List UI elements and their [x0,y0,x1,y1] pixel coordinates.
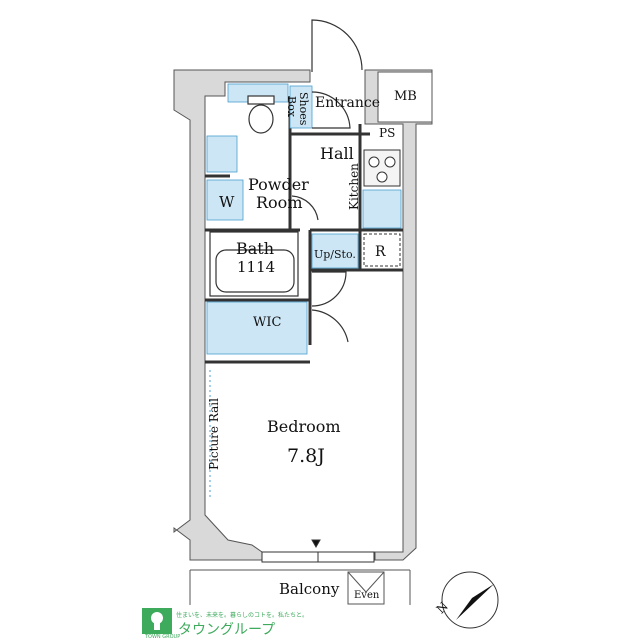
shoes-box-label-1: Shoes [297,92,310,126]
up-sto-cabinet [311,233,359,269]
fridge-space [363,233,401,267]
hall-label: Hall [320,144,354,163]
bath-door [311,271,347,307]
washer-space [206,179,244,221]
balcony-label: Balcony [279,580,340,598]
fixtures [206,83,402,355]
bath-size-label: 1114 [237,258,275,276]
logo-subtext: TOWN GROUP [144,634,180,640]
mb-box [377,71,433,123]
shoes-box [289,85,313,129]
powder-sink [206,135,238,173]
balcony-rail [189,569,411,605]
hall-door [311,91,351,129]
powder-door [291,195,319,221]
kitchen-sink [362,189,402,229]
right-wall [364,69,433,561]
ps-label: PS [379,126,395,140]
town-group-logo: TOWN GROUP 住まいを、未来を。暮らしのコトを。私たちと。 タウングルー… [142,608,308,640]
logo-brand: タウングループ [178,622,275,638]
doors [291,19,363,343]
entrance-label: Entrance [315,95,380,111]
bath-label: Bath [236,239,274,258]
picture-rail-label: Picture Rail [207,398,221,470]
shoes-box-label-2: Box [285,96,298,118]
bedroom-door [311,309,349,343]
kitchen-label: Kitchen [347,163,361,210]
bedroom-label: Bedroom [267,417,341,436]
wic-label: WIC [253,315,281,330]
mb-label: MB [394,89,417,104]
stove-icon [363,149,401,187]
logo-tagline: 住まいを、未来を。暮らしのコトを。私たちと。 [176,611,308,619]
interior-walls [205,96,403,364]
washer-label: W [219,193,235,211]
bathtub-icon [209,231,299,297]
up-sto-label: Up/Sto. [314,248,356,261]
fridge-label: R [375,244,386,260]
north-arrow-icon: N [434,571,499,629]
balcony-window [261,539,375,563]
bedroom-size-label: 7.8J [287,445,325,467]
entrance-door [311,19,363,72]
north-label: N [434,599,451,616]
even-box [347,571,385,605]
even-label: Even [354,590,380,601]
powder-room-label-1: Powder [248,175,309,194]
wic-shelf [206,301,308,355]
powder-room-label-2: Room [256,193,302,212]
toilet-icon [247,95,275,134]
building-walls [173,69,433,561]
